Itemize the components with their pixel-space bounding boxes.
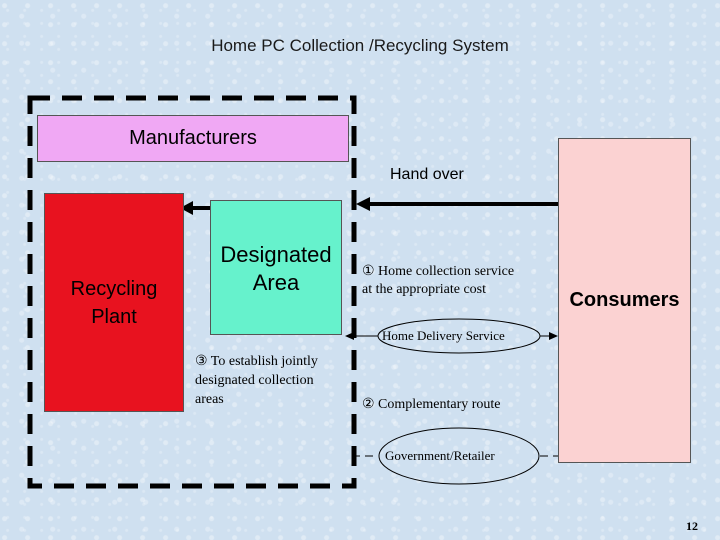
home-collection-line1: ① Home collection service [362,264,515,279]
establish-label: ③ To establish jointly designated collec… [195,352,318,409]
establish-line2: designated collection [195,373,314,388]
page-number: 12 [686,519,698,533]
consumers-box: Consumers [558,138,691,463]
establish-line3: areas [195,392,224,407]
page-title: Home PC Collection /Recycling System [211,36,509,55]
home-delivery-label: Home Delivery Service [382,328,505,343]
complementary-route-label: ② Complementary route [362,397,501,412]
manufacturers-label: Manufacturers [129,127,257,149]
home-collection-label: ① Home collection service at the appropr… [362,263,514,299]
delivery-left-arrowhead [345,332,354,340]
hand-over-label: Hand over [390,166,464,183]
hand-over-arrowhead [356,197,370,211]
designated-area-line2: Area [252,270,300,295]
recycling-plant-label: Recycling Plant [71,275,158,331]
boundary-dashed [27,95,357,489]
government-retailer-label: Government/Retailer [385,448,495,463]
designated-area-line1: Designated [220,242,332,267]
recycling-plant-line2: Plant [91,305,137,328]
consumers-label: Consumers [569,289,680,311]
delivery-right-arrowhead [549,332,558,340]
recycling-plant-line1: Recycling [70,277,158,300]
recycling-plant-box: Recycling Plant [44,193,184,412]
home-collection-line2: at the appropriate cost [362,282,487,297]
government-ellipse [378,427,540,485]
designated-area-box: Designated Area [210,200,342,335]
establish-line1: ③ To establish jointly [195,354,318,369]
designated-area-label: Designated Area [220,241,331,297]
manufacturers-box: Manufacturers [37,115,349,162]
area-to-plant-arrowhead [180,201,193,215]
